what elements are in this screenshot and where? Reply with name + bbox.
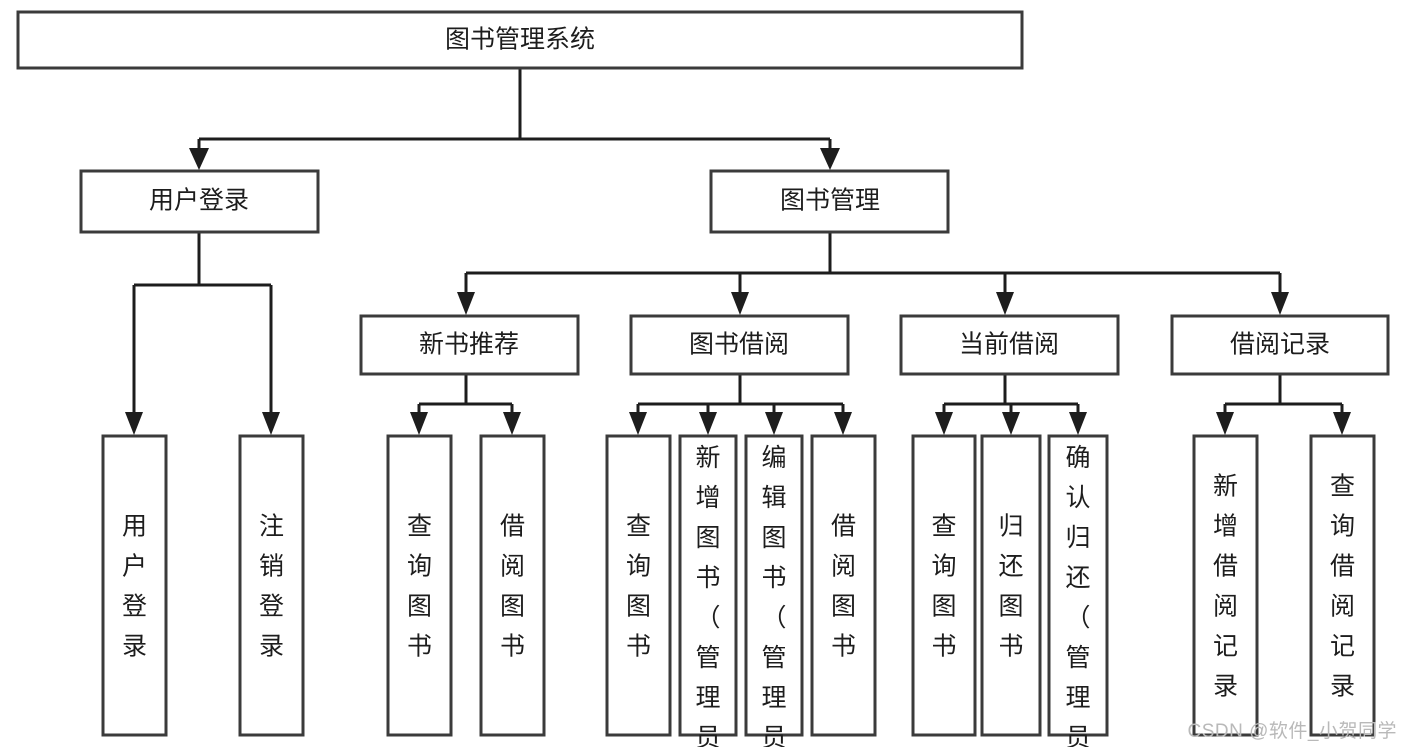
connectors-borrow-record-to-leaves [1216, 374, 1351, 435]
leaf-node-label: 查询借阅记录 [1330, 472, 1355, 700]
leaf-node-box [101, 434, 168, 737]
leaf-node[interactable]: 用户登录 [101, 434, 168, 737]
leaf-node-label: 编辑图书（管理员） [761, 444, 786, 747]
arrow-head-leaf-user-login [125, 412, 143, 435]
connectors-current-borrow-to-leaves [935, 374, 1087, 435]
node-user-login-box [79, 169, 320, 234]
connectors-book-borrow-to-leaves [629, 374, 852, 435]
leaf-node-box [1309, 434, 1376, 737]
arrow-head-cb-leaf-2 [1002, 412, 1020, 435]
node-book-borrow-label: 图书借阅 [689, 331, 789, 359]
arrow-head-new-book-rec [457, 292, 475, 315]
node-root-box [16, 10, 1024, 70]
node-new-book-recommend[interactable]: 新书推荐 [359, 314, 580, 376]
node-borrow-record-label: 借阅记录 [1230, 331, 1330, 359]
leaf-node[interactable]: 注销登录 [238, 434, 305, 737]
leaf-node-box [678, 434, 738, 737]
connectors-user-login-to-leaves [125, 232, 280, 435]
leaf-node[interactable]: 编辑图书（管理员） [744, 434, 804, 747]
leaf-node-box [1047, 434, 1109, 737]
node-new-book-recommend-label: 新书推荐 [419, 331, 519, 359]
leaf-node[interactable]: 查询图书 [605, 434, 672, 737]
node-book-management-box [709, 169, 950, 234]
arrow-head-nbr-leaf-1 [410, 412, 428, 435]
arrow-head-leaf-logout [262, 412, 280, 435]
leaf-node-label: 查询图书 [626, 512, 651, 660]
leaf-node[interactable]: 借阅图书 [479, 434, 546, 737]
leaf-node[interactable]: 查询图书 [911, 434, 977, 737]
csdn-watermark: CSDN @软件_小贺同学 [1187, 721, 1397, 742]
leaf-node-label: 查询图书 [931, 512, 956, 660]
arrow-head-current-borrow [996, 292, 1014, 315]
connectors-new-book-rec-to-leaves [410, 374, 521, 435]
leaf-node[interactable]: 归还图书 [980, 434, 1042, 737]
leaf-node-box [744, 434, 804, 737]
leaf-node-label: 新增借阅记录 [1213, 472, 1238, 700]
leaf-node-box [238, 434, 305, 737]
leaf-node[interactable]: 确认归还（管理员） [1047, 434, 1109, 747]
node-root-label: 图书管理系统 [445, 26, 595, 54]
leaf-node-label: 查询图书 [407, 512, 432, 660]
node-borrow-record-box [1170, 314, 1390, 376]
connectors-root-to-level2 [189, 68, 840, 170]
node-user-login-label: 用户登录 [149, 187, 249, 215]
leaf-node-label: 借阅图书 [500, 512, 525, 660]
arrow-head-borrow-record [1271, 292, 1289, 315]
node-root-system[interactable]: 图书管理系统 [16, 10, 1024, 70]
leaf-node-label: 新增图书（管理员） [695, 444, 720, 747]
arrow-head-br-leaf-1 [1216, 412, 1234, 435]
node-borrow-record[interactable]: 借阅记录 [1170, 314, 1390, 376]
arrow-head-nbr-leaf-2 [503, 412, 521, 435]
leaf-node-box [386, 434, 453, 737]
leaf-node-layer: 用户登录 注销登录 查询图书 借阅图书 查询图书 新增图书（管理员） 编辑图书（管理员） 借阅… [101, 434, 1376, 747]
leaf-node-label: 归还图书 [998, 512, 1023, 660]
leaf-node-box [1192, 434, 1259, 737]
connectors-book-mgmt-to-level3 [457, 232, 1289, 315]
leaf-node[interactable]: 新增借阅记录 [1192, 434, 1259, 737]
leaf-node-label: 用户登录 [122, 512, 147, 660]
leaf-node-label: 注销登录 [259, 512, 284, 660]
arrow-head-cb-leaf-1 [935, 412, 953, 435]
leaf-node-box [980, 434, 1042, 737]
leaf-node-box [479, 434, 546, 737]
node-current-borrow-box [899, 314, 1120, 376]
node-current-borrow[interactable]: 当前借阅 [899, 314, 1120, 376]
arrow-head-book-borrow [731, 292, 749, 315]
leaf-node-box [911, 434, 977, 737]
arrow-head-bb-leaf-4 [834, 412, 852, 435]
node-book-management[interactable]: 图书管理 [709, 169, 950, 234]
arrow-head-bb-leaf-3 [765, 412, 783, 435]
node-current-borrow-label: 当前借阅 [959, 331, 1059, 359]
leaf-node-label: 确认归还（管理员） [1065, 444, 1090, 747]
arrow-head-book-mgmt [820, 148, 840, 170]
leaf-node[interactable]: 借阅图书 [810, 434, 877, 737]
arrow-head-bb-leaf-2 [699, 412, 717, 435]
arrow-head-br-leaf-2 [1333, 412, 1351, 435]
arrow-head-cb-leaf-3 [1069, 412, 1087, 435]
node-user-login[interactable]: 用户登录 [79, 169, 320, 234]
node-new-book-recommend-box [359, 314, 580, 376]
leaf-node-box [810, 434, 877, 737]
leaf-node-box [605, 434, 672, 737]
node-book-management-label: 图书管理 [780, 187, 880, 215]
leaf-node[interactable]: 查询图书 [386, 434, 453, 737]
node-book-borrow[interactable]: 图书借阅 [629, 314, 850, 376]
leaf-node[interactable]: 新增图书（管理员） [678, 434, 738, 747]
arrow-head-bb-leaf-1 [629, 412, 647, 435]
leaf-node-label: 借阅图书 [831, 512, 856, 660]
arrow-head-user-login [189, 148, 209, 170]
node-book-borrow-box [629, 314, 850, 376]
leaf-node[interactable]: 查询借阅记录 [1309, 434, 1376, 737]
